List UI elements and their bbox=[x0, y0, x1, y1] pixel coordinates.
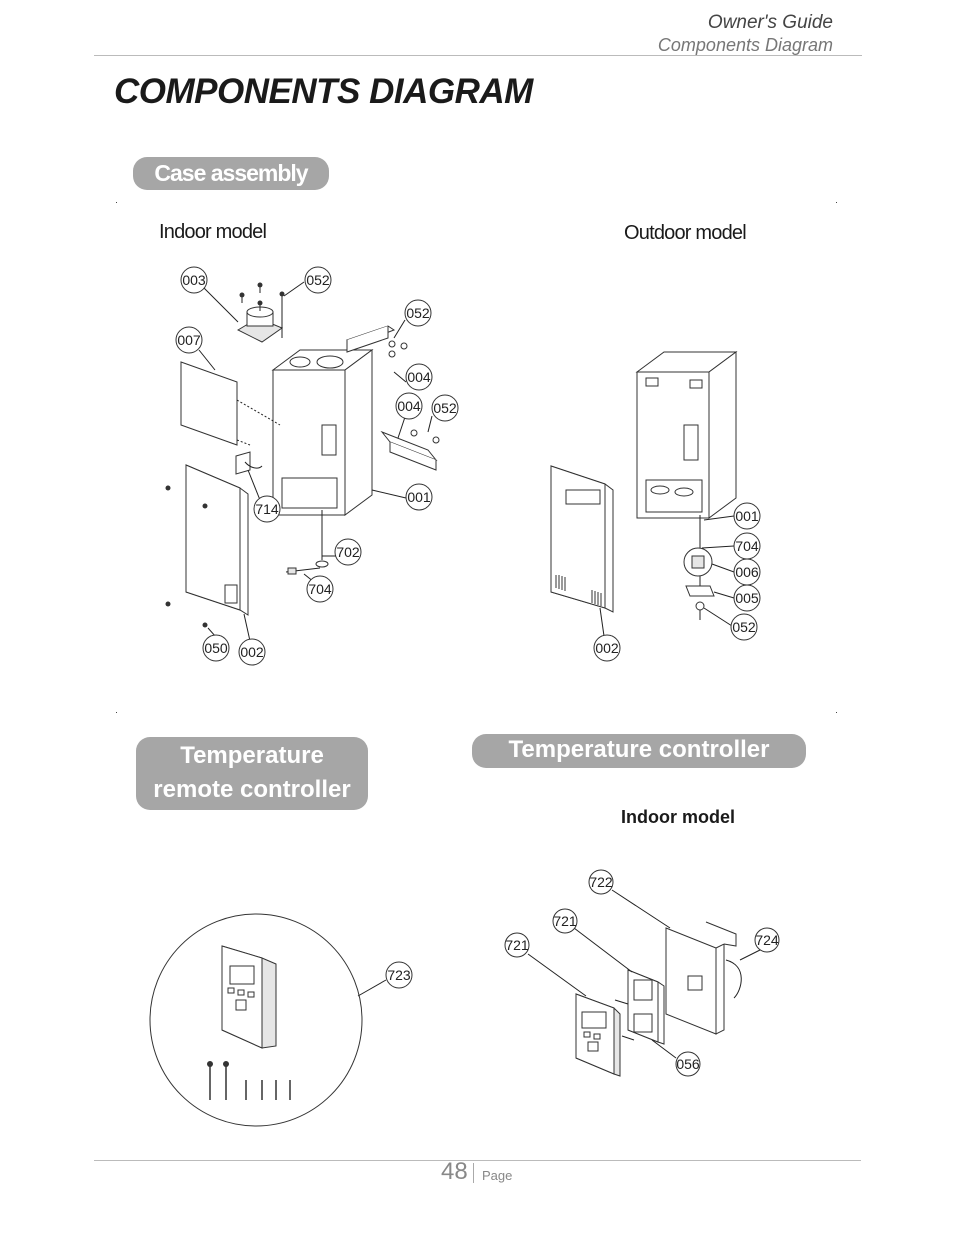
remote-controller-heading-line1: Temperature bbox=[180, 742, 324, 769]
indoor-callouts: 003 052 052 007 004 004 052 001 714 702 … bbox=[175, 266, 459, 666]
callout-outdoor-704-label: 704 bbox=[735, 538, 759, 554]
callout-indoor-004b bbox=[395, 392, 423, 420]
callout-indoor-052b-label: 052 bbox=[406, 305, 430, 321]
callout-outdoor-002 bbox=[593, 634, 621, 662]
callout-tc-721b-label: 721 bbox=[505, 937, 529, 953]
callout-tc-721b bbox=[504, 932, 530, 958]
temperature-controller-drawing: 722 721 721 724 056 bbox=[504, 869, 780, 1077]
callout-remote-723-label: 723 bbox=[387, 967, 411, 983]
callout-indoor-001-label: 001 bbox=[407, 489, 431, 505]
remote-controller-heading: Temperature remote controller bbox=[136, 737, 368, 810]
callout-indoor-002 bbox=[238, 638, 266, 666]
callout-indoor-007-label: 007 bbox=[177, 332, 201, 348]
outdoor-callouts: 001 704 006 005 052 002 bbox=[593, 502, 761, 662]
callout-tc-056-label: 056 bbox=[676, 1056, 700, 1072]
callout-indoor-052b bbox=[404, 299, 432, 327]
callout-tc-721a bbox=[552, 908, 578, 934]
callout-indoor-714 bbox=[253, 495, 281, 523]
callout-outdoor-005-label: 005 bbox=[735, 590, 759, 606]
callout-indoor-704-label: 704 bbox=[308, 581, 332, 597]
callout-indoor-003-label: 003 bbox=[182, 272, 206, 288]
callout-indoor-050-label: 050 bbox=[204, 640, 228, 656]
callout-tc-722-label: 722 bbox=[589, 874, 613, 890]
outdoor-model-label: Outdoor model bbox=[624, 222, 747, 244]
callout-indoor-052c-label: 052 bbox=[433, 400, 457, 416]
callout-indoor-052a bbox=[304, 266, 332, 294]
callout-outdoor-006-label: 006 bbox=[735, 564, 759, 580]
callout-tc-724-label: 724 bbox=[755, 932, 779, 948]
callout-indoor-050 bbox=[202, 634, 230, 662]
page-word: Page bbox=[482, 1168, 513, 1183]
temperature-controller-heading: Temperature controller bbox=[472, 734, 806, 768]
indoor-model-label: Indoor model bbox=[159, 221, 267, 243]
tc-indoor-model-label: Indoor model bbox=[621, 807, 735, 827]
remote-controller-drawing: 723 bbox=[149, 913, 413, 1127]
callout-indoor-702-label: 702 bbox=[336, 544, 360, 560]
callout-indoor-702 bbox=[334, 538, 362, 566]
callout-outdoor-002-label: 002 bbox=[595, 640, 619, 656]
callout-tc-056 bbox=[675, 1051, 701, 1077]
crop-marks bbox=[116, 202, 837, 713]
callout-indoor-001 bbox=[405, 483, 433, 511]
callout-outdoor-001-label: 001 bbox=[735, 508, 759, 524]
footer-divider bbox=[94, 1160, 861, 1161]
header-divider bbox=[94, 55, 862, 56]
header-guide-label: Owner's Guide bbox=[707, 12, 833, 33]
page-number: 48 bbox=[441, 1158, 468, 1185]
footer-separator bbox=[473, 1163, 474, 1183]
indoor-case-drawing: 003 052 052 007 004 004 052 001 714 702 … bbox=[165, 266, 459, 666]
callout-indoor-004a-label: 004 bbox=[407, 369, 431, 385]
callout-tc-722 bbox=[588, 869, 614, 895]
callout-indoor-002-label: 002 bbox=[240, 644, 264, 660]
callout-outdoor-005 bbox=[733, 584, 761, 612]
callout-indoor-004b-label: 004 bbox=[397, 398, 421, 414]
remote-controller-heading-line2: remote controller bbox=[153, 776, 351, 803]
callout-indoor-004a bbox=[405, 363, 433, 391]
outdoor-case-drawing: 001 704 006 005 052 002 bbox=[550, 351, 761, 662]
callout-indoor-714-label: 714 bbox=[255, 501, 279, 517]
callout-tc-724 bbox=[754, 927, 780, 953]
page-title: COMPONENTS DIAGRAM bbox=[114, 72, 533, 111]
callout-remote-723 bbox=[385, 961, 413, 989]
case-assembly-heading: Case assembly bbox=[133, 157, 329, 190]
callout-outdoor-001 bbox=[733, 502, 761, 530]
callout-indoor-052a-label: 052 bbox=[306, 272, 330, 288]
header-section-label: Components Diagram bbox=[657, 35, 833, 55]
callout-tc-721a-label: 721 bbox=[553, 913, 577, 929]
callout-outdoor-052 bbox=[730, 613, 758, 641]
callout-indoor-003 bbox=[180, 266, 208, 294]
tc-callouts: 722 721 721 724 056 bbox=[504, 869, 780, 1077]
callout-outdoor-052-label: 052 bbox=[732, 619, 756, 635]
callout-indoor-007 bbox=[175, 326, 203, 354]
callout-indoor-704 bbox=[306, 575, 334, 603]
callout-indoor-052c bbox=[431, 394, 459, 422]
